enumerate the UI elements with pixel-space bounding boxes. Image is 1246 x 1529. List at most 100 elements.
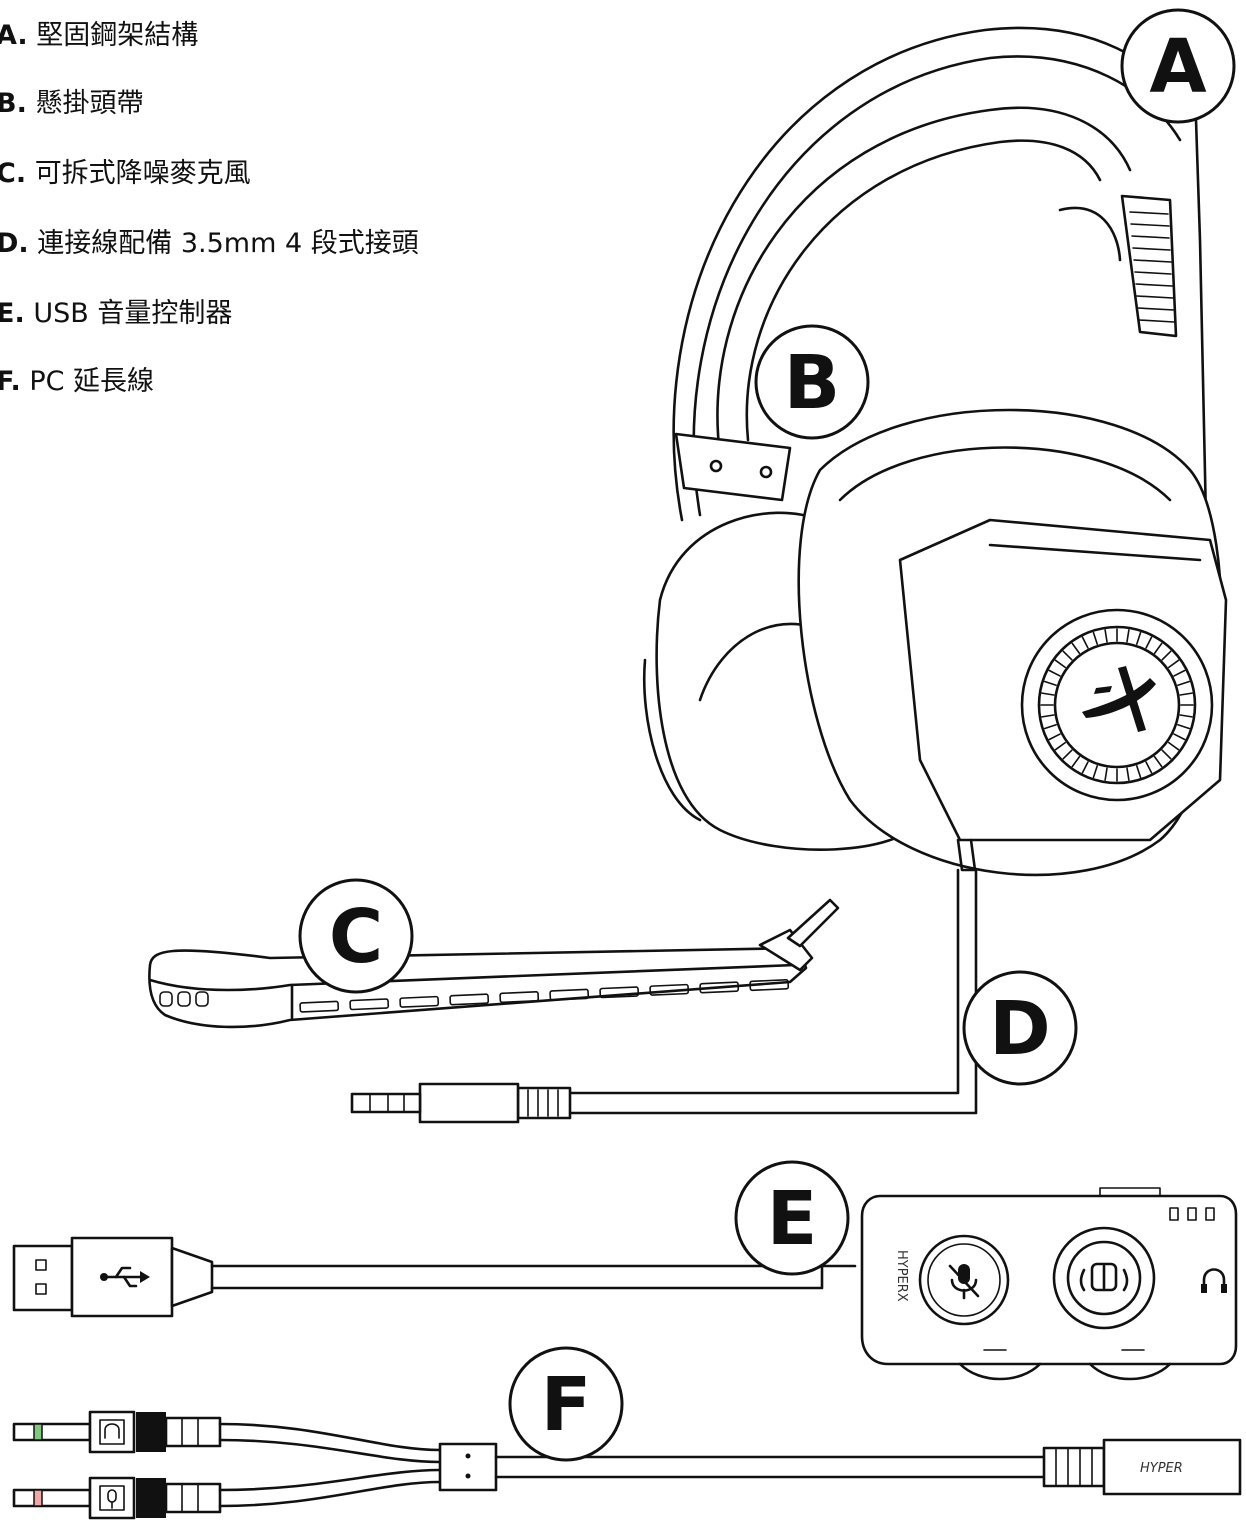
adapter-body	[1102, 1438, 1242, 1496]
mic-vent	[299, 1000, 340, 1013]
adapter-brand-text: HYPER	[1140, 1461, 1183, 1476]
grille-slot	[1104, 629, 1108, 643]
hinge-screw	[709, 459, 723, 473]
headband-strap	[716, 106, 1132, 457]
mic-vent	[549, 988, 590, 1001]
plug-f-top-pin	[12, 1422, 92, 1442]
mic-vent	[599, 986, 640, 999]
plug-f-bottom-relief	[164, 1482, 222, 1514]
mic-boom-body	[148, 946, 808, 1029]
callout-f: F	[508, 1346, 624, 1462]
split-wire-bottom	[218, 1468, 442, 1492]
mic-vent	[649, 983, 690, 996]
usb-plug-tip	[12, 1244, 74, 1312]
part-label-c: C. 可拆式降噪麥克風	[0, 158, 251, 189]
callout-a: A	[1120, 8, 1236, 124]
grille-slot	[1173, 733, 1186, 741]
callout-e: E	[734, 1160, 850, 1276]
grille-slot	[1081, 636, 1089, 649]
grille-slot	[1135, 765, 1142, 779]
shell-ridge	[988, 543, 1202, 562]
part-label-f: F. PC 延長線	[0, 366, 155, 397]
grip-ribs	[1129, 211, 1175, 323]
callout-b: B	[754, 324, 870, 440]
svg-text:A: A	[1149, 24, 1206, 110]
mic-plug-pin	[786, 898, 840, 948]
svg-text:B: B	[784, 340, 840, 426]
left-hinge-bracket	[674, 432, 792, 502]
grille-slot	[1153, 642, 1163, 655]
mic-mute-icon	[948, 1264, 980, 1300]
mic-vents	[159, 979, 790, 1013]
grille-slot	[1048, 669, 1061, 677]
svg-text:E: E	[767, 1176, 818, 1262]
grille-slot	[1161, 650, 1172, 661]
grille-slot	[1071, 642, 1081, 655]
grille-slot	[1092, 765, 1099, 779]
surround-7-1-icon	[1079, 1262, 1129, 1292]
part-label-a: A. 堅固鋼架結構	[0, 20, 199, 51]
adapter-grip	[1042, 1446, 1106, 1488]
grille-slot	[1081, 761, 1089, 774]
microphone-icon	[99, 1485, 125, 1511]
grille-slot	[1161, 749, 1172, 760]
hyperx-logo-icon	[1082, 666, 1156, 732]
split-wire-top	[218, 1422, 442, 1452]
grille-slot	[1179, 692, 1193, 696]
boom-mic-illustration	[148, 898, 840, 1029]
cushion-seam	[838, 446, 1172, 502]
grille-slot	[1041, 714, 1055, 718]
svg-text:D: D	[989, 986, 1050, 1072]
grille-slot	[1167, 659, 1180, 669]
cable-strain-relief	[956, 838, 977, 872]
callout-c: C	[298, 878, 414, 994]
left-cup-edge	[643, 658, 702, 822]
grille-slot	[1173, 669, 1186, 677]
mic-vent	[749, 979, 790, 992]
part-label-e: E. USB 音量控制器	[0, 298, 233, 329]
mic-head-vent	[159, 991, 173, 1007]
svg-text:F: F	[541, 1362, 592, 1448]
grille-slot	[1153, 755, 1163, 768]
grille-slot	[1062, 650, 1073, 661]
mic-head-vent	[177, 991, 191, 1007]
plug-f-top-grip	[136, 1412, 166, 1452]
steel-frame-inner-line	[692, 55, 1182, 517]
usb-controller-illustration: HYPERX	[12, 1187, 1238, 1381]
plug-f-pink-ring	[33, 1489, 43, 1507]
usb-icon	[100, 1266, 150, 1288]
frame-adjust-grip	[1120, 194, 1178, 338]
plug-f-bottom-body	[88, 1476, 136, 1520]
mic-volume-wheel[interactable]	[958, 1362, 1042, 1381]
plug-d-grip-ribs	[527, 1089, 559, 1117]
controller-box	[860, 1194, 1238, 1366]
pc-extension-cable-illustration: HYPER	[12, 1410, 1242, 1520]
plug-d-grip	[516, 1086, 572, 1120]
headphone-icon	[1201, 1268, 1227, 1293]
svg-text:C: C	[329, 894, 383, 980]
mic-vent	[499, 991, 540, 1004]
plug-d-body	[418, 1082, 520, 1124]
grille-slot	[1126, 767, 1130, 781]
controller-brand-text: HYPERX	[894, 1250, 909, 1302]
mic-vent	[699, 981, 740, 994]
mic-head-vent	[195, 991, 209, 1007]
mic-vent	[399, 995, 440, 1008]
headset-volume-wheel[interactable]	[1088, 1362, 1172, 1381]
grille-slot	[1092, 631, 1099, 645]
grille-slots	[1040, 628, 1194, 782]
grille-slot	[1054, 659, 1067, 669]
cable-d-wire	[568, 868, 960, 1095]
mic-boom-seam	[148, 963, 797, 992]
grille-slot	[1177, 723, 1191, 730]
grille-slot	[1048, 733, 1061, 741]
part-label-b: B. 懸掛頭帶	[0, 88, 144, 119]
plug-f-top-body	[88, 1410, 136, 1454]
led-dot	[1205, 1207, 1215, 1221]
grille-slot	[1043, 723, 1057, 730]
grille-slot	[1041, 692, 1055, 696]
grille-slot	[1145, 636, 1153, 649]
usb-cable-bottom	[210, 1264, 824, 1290]
mic-plug-collar	[758, 928, 814, 972]
